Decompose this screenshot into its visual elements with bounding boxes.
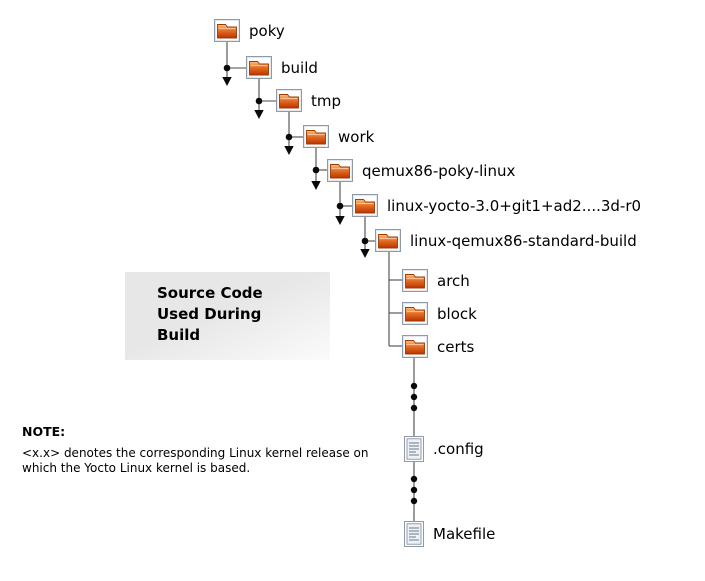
node-label: .config [433,440,484,458]
node-label: certs [437,337,475,356]
node-label: arch [437,271,470,290]
tree-node-work: work [303,125,374,148]
node-label: tmp [311,91,342,110]
callout-line: Used During [157,305,262,323]
node-label: Makefile [433,525,496,543]
tree-node-linux-yocto: linux-yocto-3.0+git1+ad2....3d-r0 [352,194,641,217]
tree-node-certs: certs [402,335,474,358]
node-label: linux-yocto-3.0+git1+ad2....3d-r0 [387,196,642,215]
folder-icon [303,125,329,148]
folder-icon [327,159,353,182]
tree-node-qemux86-poky-linux: qemux86-poky-linux [327,159,515,182]
node-label: block [437,304,477,323]
tree-node-config: .config [404,436,484,462]
folder-icon [352,194,378,217]
tree-node-makefile: Makefile [404,521,495,547]
tree-node-poky: poky [214,19,285,42]
folder-icon [214,19,240,42]
folder-icon [375,229,401,252]
tree-node-build: build [246,56,318,79]
file-icon [404,436,424,462]
folder-icon [402,302,428,325]
node-label: work [338,127,375,146]
tree-node-linux-qemux86-standard-build: linux-qemux86-standard-build [375,229,637,252]
callout-line: Source Code [157,284,263,302]
node-label: qemux86-poky-linux [362,161,516,180]
note-heading: NOTE: [22,424,66,439]
callout-line: Build [157,326,201,344]
node-label: linux-qemux86-standard-build [410,231,637,250]
tree-node-block: block [402,302,477,325]
note-block: NOTE: <x.x> denotes the corresponding Li… [22,424,382,476]
tree-node-tmp: tmp [276,89,341,112]
file-icon [404,521,424,547]
tree-node-arch: arch [402,269,470,292]
note-text: which the Yocto Linux kernel is based. [22,461,251,475]
node-label: poky [249,21,285,40]
source-code-callout: Source Code Used During Build [125,272,330,360]
folder-icon [246,56,272,79]
note-text: <x.x> denotes the corresponding Linux ke… [22,446,369,460]
folder-icon [402,335,428,358]
folder-icon [276,89,302,112]
folder-icon [402,269,428,292]
node-label: build [281,58,318,77]
